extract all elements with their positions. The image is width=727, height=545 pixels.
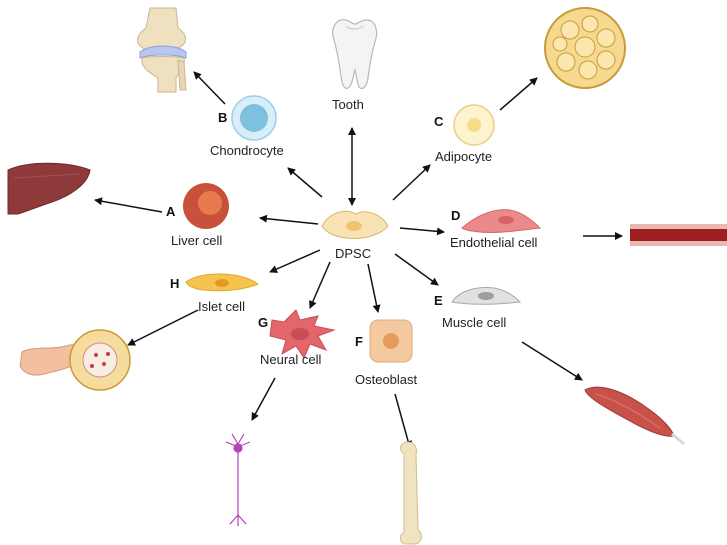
arrow-dpsc-liver-cell	[260, 218, 318, 224]
arrow-dpsc-chondrocyte	[288, 168, 322, 197]
muscle-icon	[585, 387, 684, 444]
adipocyte-icon	[454, 105, 494, 145]
arrow-adipocyte-adipose	[500, 78, 537, 110]
chondrocyte-icon	[232, 96, 276, 140]
tooth-icon	[333, 20, 377, 89]
neural-cell-label: Neural cell	[260, 352, 321, 367]
blood-vessel-icon	[630, 224, 727, 246]
arrow-chondrocyte-knee	[194, 72, 225, 104]
neural-cell-icon	[270, 310, 334, 358]
knee-joint-icon	[137, 8, 186, 92]
islet-cell-icon	[186, 274, 258, 291]
branch-letter-h: H	[170, 276, 179, 291]
arrow-dpsc-osteoblast	[368, 264, 378, 312]
dpsc-cell-icon	[322, 211, 388, 238]
arrow-liver-cell-liver	[95, 200, 162, 212]
liver-cell-icon	[183, 183, 229, 229]
osteoblast-icon	[370, 320, 412, 362]
arrow-dpsc-endothelial	[400, 228, 444, 232]
islet-cell-label: Islet cell	[198, 299, 245, 314]
branch-letter-e: E	[434, 293, 443, 308]
muscle-cell-label: Muscle cell	[442, 315, 506, 330]
arrow-osteoblast-bone	[395, 394, 410, 448]
arrow-neural-cell-neuron	[252, 378, 275, 420]
tooth-label: Tooth	[332, 97, 364, 112]
branch-letter-b: B	[218, 110, 227, 125]
arrow-dpsc-islet-cell	[270, 250, 320, 272]
arrow-muscle-cell-muscle	[522, 342, 582, 380]
chondrocyte-label: Chondrocyte	[210, 143, 284, 158]
neuron-icon	[226, 434, 250, 526]
endothelial-cell-icon	[462, 210, 540, 233]
bone-icon	[400, 442, 421, 544]
arrow-dpsc-muscle-cell	[395, 254, 438, 285]
branch-letter-a: A	[166, 204, 175, 219]
muscle-cell-icon	[452, 288, 520, 305]
branch-letter-f: F	[355, 334, 363, 349]
liver-icon	[8, 163, 90, 214]
pancreas-icon	[20, 330, 130, 390]
arrow-dpsc-neural-cell	[310, 262, 330, 308]
osteoblast-label: Osteoblast	[355, 372, 417, 387]
adipose-tissue-icon	[545, 8, 625, 88]
endothelial-cell-label: Endothelial cell	[450, 235, 537, 250]
branch-letter-g: G	[258, 315, 268, 330]
branch-letter-d: D	[451, 208, 460, 223]
branch-letter-c: C	[434, 114, 443, 129]
arrow-dpsc-adipocyte	[393, 165, 430, 200]
arrow-islet-cell-pancreas	[128, 310, 198, 345]
dpsc-label: DPSC	[335, 246, 371, 261]
liver-cell-label: Liver cell	[171, 233, 222, 248]
adipocyte-label: Adipocyte	[435, 149, 492, 164]
